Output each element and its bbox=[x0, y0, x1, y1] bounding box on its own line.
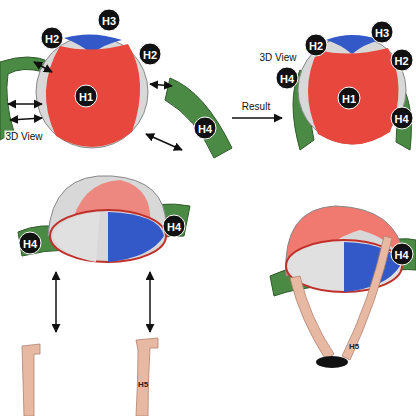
part-label: H5 bbox=[349, 342, 359, 351]
part-label: H5 bbox=[138, 380, 148, 389]
callout-number: H4 bbox=[163, 215, 186, 238]
underside-view bbox=[18, 176, 190, 416]
callout-number: H4 bbox=[194, 117, 217, 140]
callout-number: H1 bbox=[75, 85, 98, 108]
callout-number: H1 bbox=[338, 87, 361, 110]
callout-number: H2 bbox=[305, 34, 328, 57]
callout-number: H2 bbox=[41, 27, 64, 50]
strap-view bbox=[270, 206, 416, 368]
callout-number: H4 bbox=[390, 243, 413, 266]
view-label: Result bbox=[241, 101, 271, 112]
exploded-view bbox=[0, 34, 232, 158]
view-label: 3D View bbox=[4, 131, 43, 142]
callout-number: H4 bbox=[390, 107, 413, 130]
callout-number: H3 bbox=[98, 9, 121, 32]
callout-number: H3 bbox=[371, 21, 394, 44]
callout-number: H4 bbox=[276, 67, 299, 90]
callout-number: H2 bbox=[390, 49, 413, 72]
callout-number: H4 bbox=[19, 232, 42, 255]
view-label: 3D View bbox=[258, 52, 297, 63]
result-arrow bbox=[232, 117, 282, 119]
callout-number: H2 bbox=[139, 43, 162, 66]
